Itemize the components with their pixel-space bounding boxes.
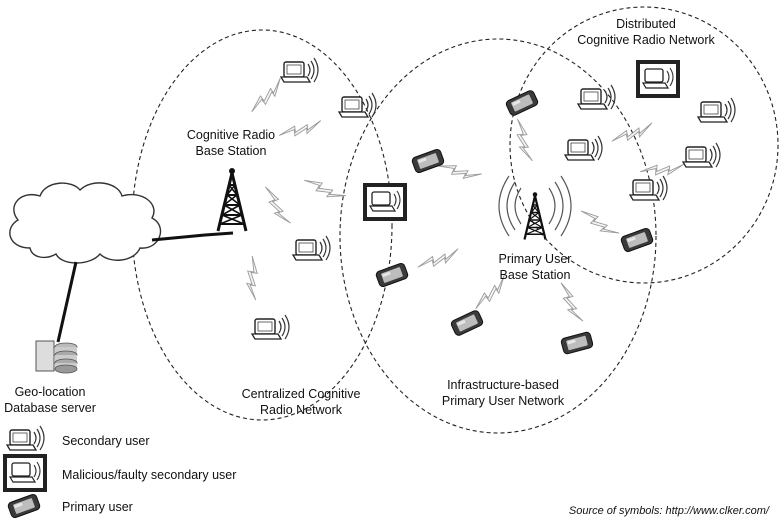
secondary-user-icon — [251, 314, 290, 340]
legend-secondary-user-label: Secondary user — [62, 434, 150, 448]
secondary-user-icon — [292, 235, 331, 261]
legend-secondary-user-icon — [6, 425, 45, 451]
infrastructure-network-label: Infrastructure-based Primary User Networ… — [441, 378, 565, 408]
cloud-to-database-link — [56, 261, 78, 343]
infrastructure-network-boundary — [339, 38, 657, 434]
legend-malicious-user-label: Malicious/faulty secondary user — [62, 468, 237, 482]
wireless-link — [416, 243, 462, 277]
secondary-user-icon — [697, 97, 736, 123]
legend-primary-user-icon — [6, 492, 42, 520]
primary-user-icon — [619, 226, 655, 254]
distributed-network-label: Distributed Cognitive Radio Network — [577, 17, 715, 47]
centralized-network-boundary — [131, 29, 393, 421]
wireless-link — [508, 117, 539, 164]
wireless-link — [257, 185, 296, 228]
secondary-user-icon — [564, 135, 603, 161]
primary-base-station-label: Primary User Base Station — [498, 252, 572, 282]
secondary-user-icon — [280, 57, 319, 83]
cr-base-station-tower-icon — [216, 166, 248, 233]
cloud-to-base-station-link — [151, 231, 234, 242]
primary-base-station-tower-icon — [498, 175, 572, 241]
primary-user-icon — [410, 147, 446, 175]
primary-user-icon — [449, 308, 485, 338]
database-server-icon — [35, 340, 78, 374]
distributed-network-boundary — [509, 6, 779, 284]
wireless-link — [639, 157, 686, 182]
primary-user-icon — [504, 88, 540, 118]
malicious-secondary-user-icon — [363, 183, 407, 221]
source-note: Source of symbols: http://www.clker.com/ — [568, 505, 769, 517]
primary-user-icon — [559, 330, 595, 356]
centralized-network-label: Centralized Cognitive Radio Network — [241, 387, 361, 417]
secondary-user-icon — [682, 142, 721, 168]
malicious-secondary-user-icon — [636, 60, 680, 98]
wireless-link — [576, 208, 623, 239]
wireless-link — [241, 255, 263, 302]
legend-primary-user-label: Primary user — [62, 500, 133, 514]
legend-malicious-user-icon — [3, 454, 47, 492]
wireless-link — [249, 74, 286, 119]
wireless-link — [610, 117, 656, 151]
secondary-user-icon — [338, 92, 377, 118]
primary-user-icon — [374, 261, 410, 289]
cr-base-station-label: Cognitive Radio Base Station — [186, 128, 276, 158]
secondary-user-icon — [629, 175, 668, 201]
geo-database-label: Geo-location Database server — [4, 385, 96, 415]
wireless-link — [552, 281, 589, 326]
cloud-icon — [9, 182, 162, 264]
wireless-link — [436, 163, 483, 181]
wireless-link — [301, 177, 348, 202]
